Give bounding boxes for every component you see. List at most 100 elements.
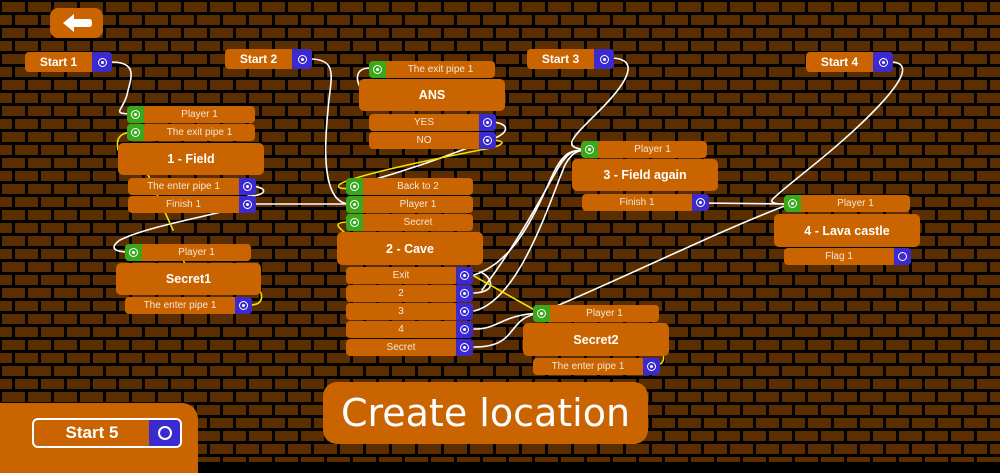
arrow-left-icon: [62, 14, 92, 32]
input-row[interactable]: The exit pipe 1: [127, 124, 255, 141]
input-port[interactable]: [369, 61, 386, 78]
port-connected-icon: [483, 118, 492, 127]
start-label: Start 2: [239, 52, 278, 66]
output-row[interactable]: Finish 1: [582, 194, 709, 211]
output-label: The enter pipe 1: [551, 361, 625, 372]
output-port[interactable]: [456, 339, 473, 356]
output-port[interactable]: [643, 358, 660, 375]
output-port[interactable]: [239, 196, 256, 213]
output-row[interactable]: Exit: [346, 267, 473, 284]
input-label: Player 1: [181, 109, 218, 120]
input-row[interactable]: Player 1: [125, 244, 251, 261]
output-label: Finish 1: [165, 199, 201, 210]
port-connected-icon: [239, 301, 248, 310]
location-title[interactable]: 3 - Field again: [572, 159, 718, 191]
input-port[interactable]: [784, 195, 801, 212]
input-port[interactable]: [125, 244, 142, 261]
start-node-5[interactable]: Start 5: [32, 418, 182, 448]
output-port[interactable]: [92, 52, 112, 72]
port-connected-icon: [788, 199, 797, 208]
output-port[interactable]: [456, 267, 473, 284]
port-connected-icon: [878, 57, 888, 67]
input-row[interactable]: The exit pipe 1: [369, 61, 495, 78]
output-row[interactable]: The enter pipe 1: [128, 178, 256, 195]
output-row[interactable]: Flag 1: [784, 248, 911, 265]
start5-panel: Start 5: [0, 403, 198, 473]
input-port[interactable]: [346, 196, 363, 213]
start-node-1[interactable]: Start 1: [25, 52, 112, 72]
output-row[interactable]: YES: [369, 114, 496, 131]
output-row[interactable]: The enter pipe 1: [125, 297, 252, 314]
input-port[interactable]: [533, 305, 550, 322]
port-connected-icon: [243, 200, 252, 209]
output-label: NO: [416, 135, 432, 146]
start-node-4[interactable]: Start 4: [806, 52, 893, 72]
port-connected-icon: [297, 54, 307, 64]
location-title[interactable]: ANS: [359, 79, 505, 111]
output-port[interactable]: [479, 114, 496, 131]
output-port[interactable]: [456, 285, 473, 302]
output-port[interactable]: [456, 303, 473, 320]
output-port[interactable]: [292, 49, 312, 69]
input-port[interactable]: [127, 106, 144, 123]
output-label: 3: [398, 306, 404, 317]
location-title[interactable]: 4 - Lava castle: [774, 214, 920, 247]
start-label: Start 1: [39, 55, 78, 69]
output-row[interactable]: The enter pipe 1: [533, 358, 660, 375]
input-label: Player 1: [837, 198, 874, 209]
output-row[interactable]: Finish 1: [128, 196, 256, 213]
output-label: Finish 1: [619, 197, 655, 208]
port-connected-icon: [350, 182, 359, 191]
output-port[interactable]: [894, 248, 911, 265]
input-port[interactable]: [127, 124, 144, 141]
output-row[interactable]: NO: [369, 132, 496, 149]
output-row[interactable]: Secret: [346, 339, 473, 356]
output-port[interactable]: [149, 420, 180, 446]
location-title[interactable]: Secret2: [523, 323, 669, 356]
output-port[interactable]: [479, 132, 496, 149]
start-node-3[interactable]: Start 3: [527, 49, 614, 69]
port-connected-icon: [460, 307, 469, 316]
output-row[interactable]: 2: [346, 285, 473, 302]
port-connected-icon: [131, 110, 140, 119]
location-title[interactable]: 1 - Field: [118, 143, 264, 175]
input-port[interactable]: [581, 141, 598, 158]
output-port[interactable]: [873, 52, 893, 72]
output-label: Secret: [386, 342, 416, 353]
input-row[interactable]: Player 1: [784, 195, 910, 212]
start-label: Start 3: [541, 52, 580, 66]
input-row[interactable]: Player 1: [533, 305, 659, 322]
back-button[interactable]: [50, 8, 103, 38]
input-label: Player 1: [399, 199, 437, 210]
start-node-2[interactable]: Start 2: [225, 49, 312, 69]
input-row[interactable]: Player 1: [127, 106, 255, 123]
port-empty-icon: [898, 252, 907, 261]
port-connected-icon: [460, 325, 469, 334]
output-port[interactable]: [594, 49, 614, 69]
output-label: The enter pipe 1: [143, 300, 217, 311]
input-row[interactable]: Player 1: [581, 141, 707, 158]
input-row[interactable]: Secret: [346, 214, 473, 231]
port-connected-icon: [483, 136, 492, 145]
port-connected-icon: [537, 309, 546, 318]
output-port[interactable]: [235, 297, 252, 314]
output-port[interactable]: [239, 178, 256, 195]
output-port[interactable]: [692, 194, 709, 211]
input-label: The exit pipe 1: [166, 127, 233, 138]
create-location-button[interactable]: Create location: [323, 382, 648, 444]
port-connected-icon: [350, 218, 359, 227]
output-row[interactable]: 4: [346, 321, 473, 338]
output-row[interactable]: 3: [346, 303, 473, 320]
input-row[interactable]: Player 1: [346, 196, 473, 213]
input-port[interactable]: [346, 178, 363, 195]
output-port[interactable]: [456, 321, 473, 338]
port-connected-icon: [97, 57, 107, 67]
input-port[interactable]: [346, 214, 363, 231]
input-row[interactable]: Back to 2: [346, 178, 473, 195]
location-title[interactable]: 2 - Cave: [337, 232, 483, 265]
input-label: Player 1: [634, 144, 671, 155]
port-connected-icon: [373, 65, 382, 74]
location-title[interactable]: Secret1: [116, 263, 261, 295]
input-label: The exit pipe 1: [407, 64, 474, 75]
port-connected-icon: [131, 128, 140, 137]
